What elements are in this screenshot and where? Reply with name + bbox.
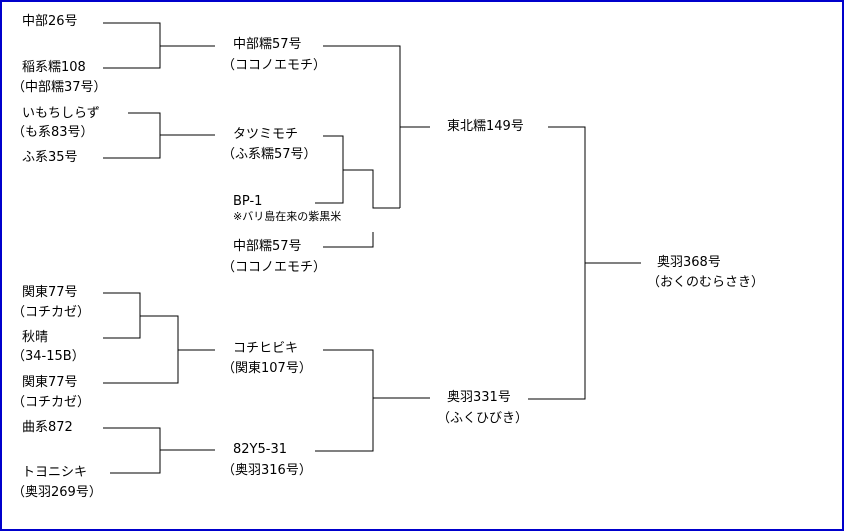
node-toyonishiki-alias: （奥羽269号） <box>12 485 102 500</box>
node-ou368-alias: （おくのむらさき） <box>647 275 765 290</box>
line-ou331-parents <box>315 349 374 452</box>
node-ou368: 奥羽368号 <box>657 255 721 270</box>
node-akibare: 秋晴 <box>22 330 49 345</box>
node-akibare-alias: （34-15B） <box>12 349 85 364</box>
node-tatsumi: タツミモチ <box>233 127 299 142</box>
node-kochihibiki: コチヒビキ <box>233 341 299 356</box>
node-tohoku149: 東北糯149号 <box>447 119 524 134</box>
node-kyokukei872: 曲系872 <box>22 420 73 435</box>
node-tatsumi-alias: （ふ系糯57号） <box>222 147 317 162</box>
node-kanto77a-alias: （コチカゼ） <box>12 305 91 320</box>
node-kanto77a: 関東77号 <box>22 285 78 300</box>
node-toyonishiki: トヨニシキ <box>22 465 88 480</box>
node-kanto77b-alias: （コチカゼ） <box>12 395 91 410</box>
node-ou331: 奥羽331号 <box>447 390 511 405</box>
node-y82-alias: （奥羽316号） <box>222 463 312 478</box>
node-chubu26: 中部26号 <box>22 14 78 29</box>
line-chubu57a-out <box>323 45 401 208</box>
line-tohoku149 <box>400 126 641 400</box>
node-bp1: BP-1 <box>233 194 263 209</box>
node-imochi-alias: （も系83号） <box>12 125 94 140</box>
line-kochihibiki-parents <box>103 292 215 384</box>
node-ou331-alias: （ふくひびき） <box>437 411 529 426</box>
node-y82: 82Y5-31 <box>233 442 287 457</box>
line-chubu57a-parents <box>103 22 215 69</box>
node-bp1-note: ※バリ島在来の紫黒米 <box>233 210 342 223</box>
node-chubu57a-alias: （ココノエモチ） <box>222 58 327 73</box>
node-inakei108-alias: （中部糯37号） <box>12 80 107 95</box>
node-chubu57b: 中部糯57号 <box>233 239 302 254</box>
node-fukei35: ふ系35号 <box>22 150 78 165</box>
node-chubu57b-alias: （ココノエモチ） <box>222 260 327 275</box>
node-kanto77b: 関東77号 <box>22 375 78 390</box>
line-tatsumi-parents <box>103 112 215 159</box>
node-inakei108: 稲系糯108 <box>22 60 86 75</box>
node-imochi: いもちしらず <box>22 106 100 121</box>
node-chubu57a: 中部糯57号 <box>233 37 302 52</box>
node-kochihibiki-alias: （関東107号） <box>222 361 312 376</box>
line-tatsumi-bp1 <box>315 135 400 248</box>
line-y82-parents <box>103 427 215 474</box>
